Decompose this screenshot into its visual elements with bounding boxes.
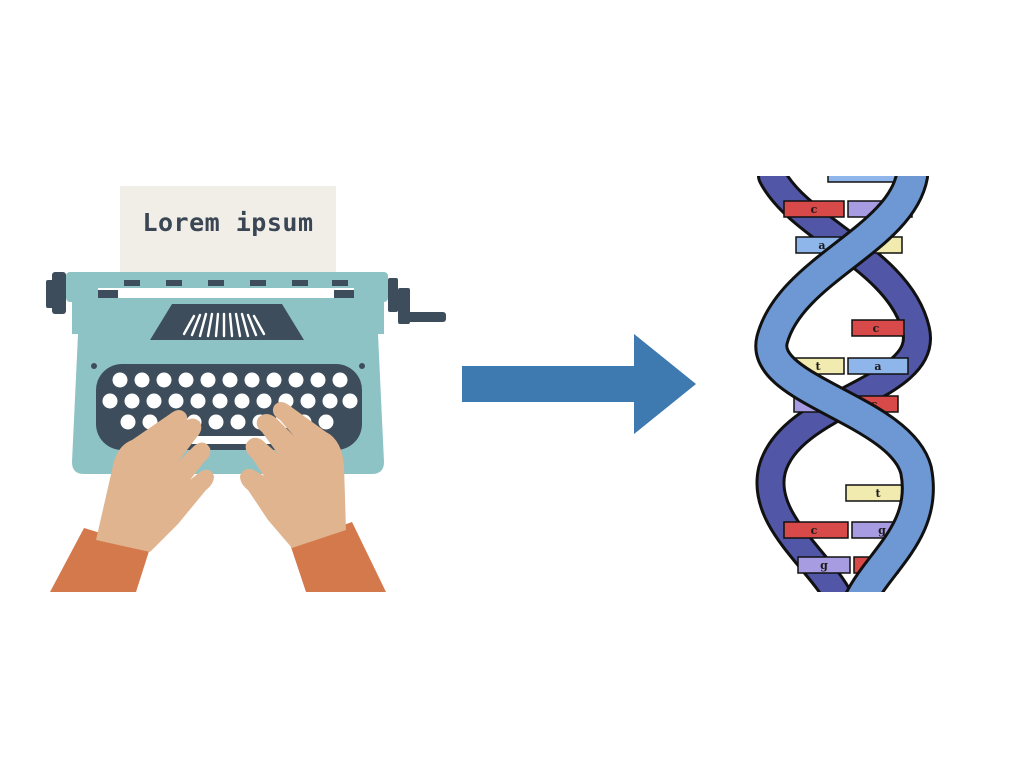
transform-arrow [462, 334, 696, 434]
base-label: a [874, 360, 881, 373]
base-label: c [873, 322, 880, 335]
base-label: g [820, 559, 828, 572]
paper-sheet [120, 186, 336, 284]
base-pair-3: c [851, 319, 905, 337]
base-pair-6: t [845, 484, 907, 502]
paper-text: Lorem ipsum [142, 208, 314, 237]
base-label: c [811, 203, 818, 216]
base-label: g [878, 524, 886, 537]
right-hand [240, 402, 386, 592]
base-label: t [875, 487, 881, 500]
base-label: a [818, 239, 825, 252]
left-knob [52, 272, 66, 314]
base-label: t [815, 360, 821, 373]
typewriter-illustration [46, 186, 446, 592]
base-label: c [811, 524, 818, 537]
right-knob [388, 278, 398, 312]
left-hand [50, 410, 214, 592]
dna-helix: c g a t c t a [754, 176, 935, 592]
typebar-hood [150, 304, 304, 340]
